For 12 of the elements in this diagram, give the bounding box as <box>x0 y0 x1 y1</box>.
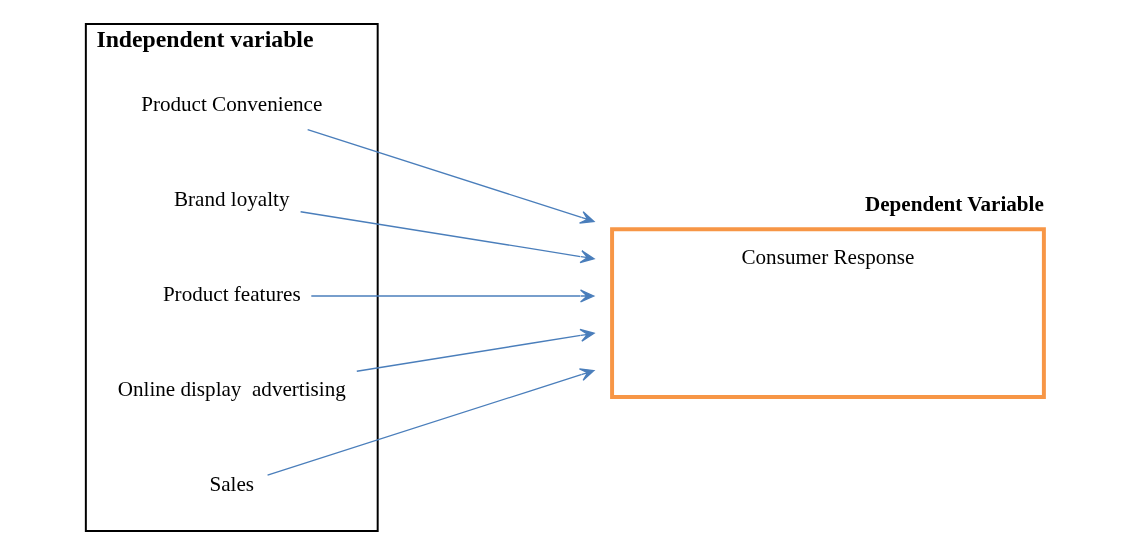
node-text: Brand loyalty <box>174 186 290 211</box>
node-text: Product features <box>162 282 301 307</box>
arrow <box>310 289 595 303</box>
arrow <box>299 211 595 264</box>
arrow <box>356 328 595 372</box>
node-text: Sales <box>209 472 255 497</box>
arrow <box>266 368 595 476</box>
node-text: Online display advertising <box>117 377 346 402</box>
arrow <box>307 129 595 224</box>
node-box: Consumer Response <box>610 227 1046 399</box>
node-text: Product Convenience <box>141 91 323 116</box>
node-label: Dependent Variable <box>864 192 1044 217</box>
